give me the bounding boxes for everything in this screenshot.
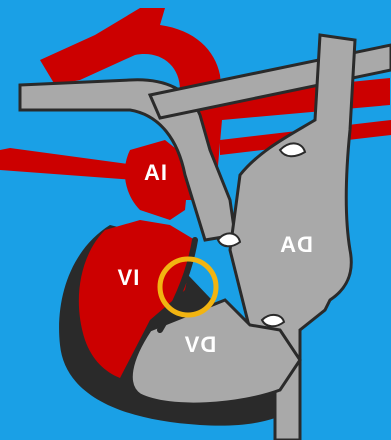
label-left-atrium: IA xyxy=(143,160,167,185)
valve-mark-mid xyxy=(218,233,240,246)
label-right-atrium: DA xyxy=(279,232,313,257)
label-right-ventricle: DV xyxy=(184,332,217,357)
valve-mark-lower xyxy=(262,315,284,326)
label-left-ventricle: IV xyxy=(117,265,140,290)
